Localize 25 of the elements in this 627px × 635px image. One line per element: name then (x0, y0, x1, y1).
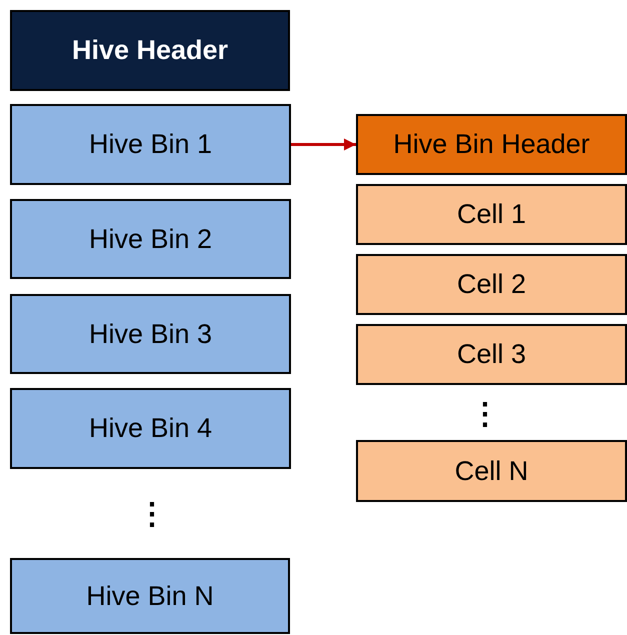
cell-box (356, 254, 627, 315)
node-label: Hive Bin 4 (88, 413, 212, 444)
bin-box (10, 104, 291, 185)
bin-box (10, 388, 291, 469)
cell-box (356, 440, 627, 502)
node-label: Cell 2 (456, 269, 526, 300)
arrow (291, 138, 356, 150)
cell-box (356, 324, 627, 385)
ellipsis: ⋮ (137, 500, 167, 530)
node-label: Hive Bin 2 (88, 224, 212, 254)
node-label: Hive Bin 1 (88, 129, 212, 160)
node-label: Hive Header (72, 35, 228, 66)
cell-box (356, 184, 627, 245)
bin-box (10, 294, 291, 374)
node-label: Hive Bin 3 (88, 318, 212, 350)
node-label: Cell 3 (456, 339, 526, 370)
node-label: Hive Bin N (86, 580, 214, 612)
ellipsis: ⋮ (470, 400, 500, 430)
header-box (10, 10, 290, 91)
bin-header-box (356, 114, 627, 175)
node-label: Cell 1 (456, 199, 526, 230)
bin-box (10, 199, 291, 279)
node-label: Cell N (454, 456, 528, 486)
node-label: Hive Bin Header (393, 129, 590, 160)
bin-box (10, 558, 290, 634)
